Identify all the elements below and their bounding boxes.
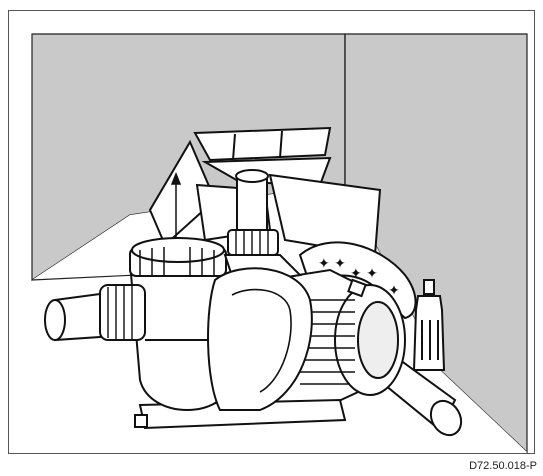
pump-volute	[207, 267, 313, 411]
bottle	[412, 279, 446, 371]
figure-reference-code: D72.50.018-P	[469, 460, 537, 472]
svg-text:✦ ✦: ✦ ✦	[350, 266, 378, 282]
strainer-housing	[128, 237, 234, 411]
inlet-pipe	[44, 284, 146, 342]
svg-text:✦ ✦: ✦ ✦	[318, 256, 346, 272]
